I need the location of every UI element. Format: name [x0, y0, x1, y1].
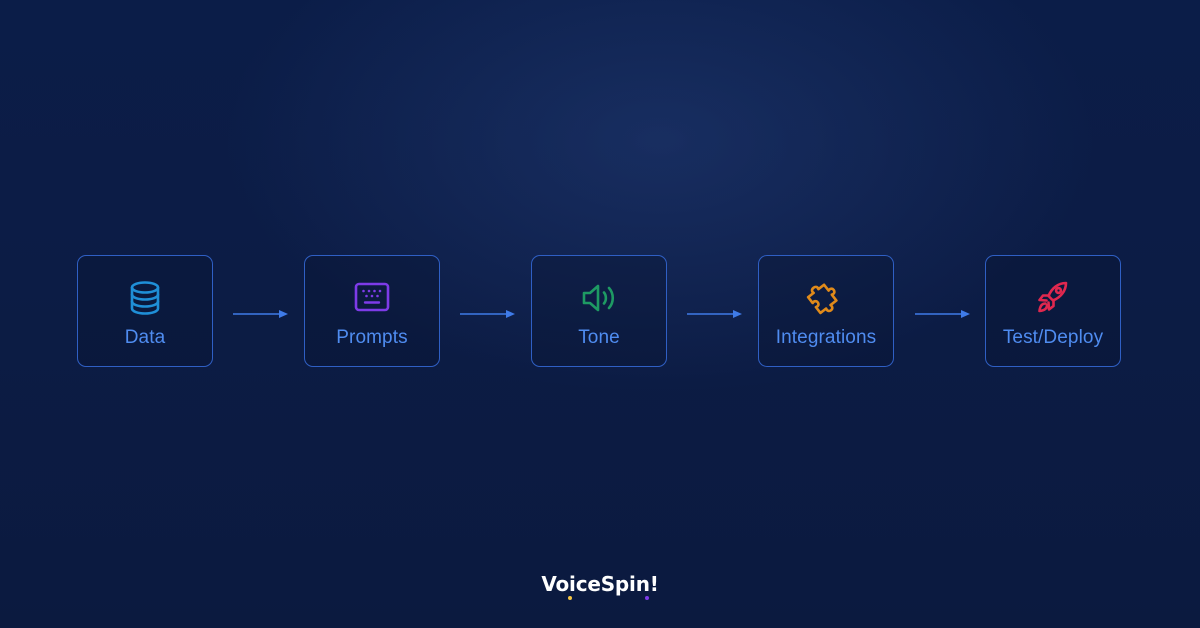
step-label: Integrations — [775, 327, 877, 348]
step-tone: Tone — [531, 255, 667, 367]
step-label: Tone — [578, 327, 620, 348]
arrow-connector — [914, 306, 972, 322]
step-label: Prompts — [336, 327, 408, 348]
step-test-deploy: Test/Deploy — [985, 255, 1121, 367]
keyboard-icon — [352, 278, 392, 318]
puzzle-icon — [806, 278, 846, 318]
arrow-connector — [459, 306, 517, 322]
arrow-connector — [686, 306, 744, 322]
brand-name: VoiceSpin! — [541, 572, 659, 596]
voicespin-logo: VoiceSpin! — [0, 572, 1200, 600]
database-icon — [125, 278, 165, 318]
logo-accent-dot — [645, 596, 650, 600]
rocket-icon — [1033, 278, 1073, 318]
speaker-icon — [579, 278, 619, 318]
step-integrations: Integrations — [758, 255, 894, 367]
step-label: Test/Deploy — [1002, 327, 1104, 348]
step-data: Data — [77, 255, 213, 367]
step-label: Data — [124, 327, 166, 348]
arrow-connector — [232, 306, 290, 322]
step-prompts: Prompts — [304, 255, 440, 367]
logo-accent-dot — [568, 596, 573, 600]
